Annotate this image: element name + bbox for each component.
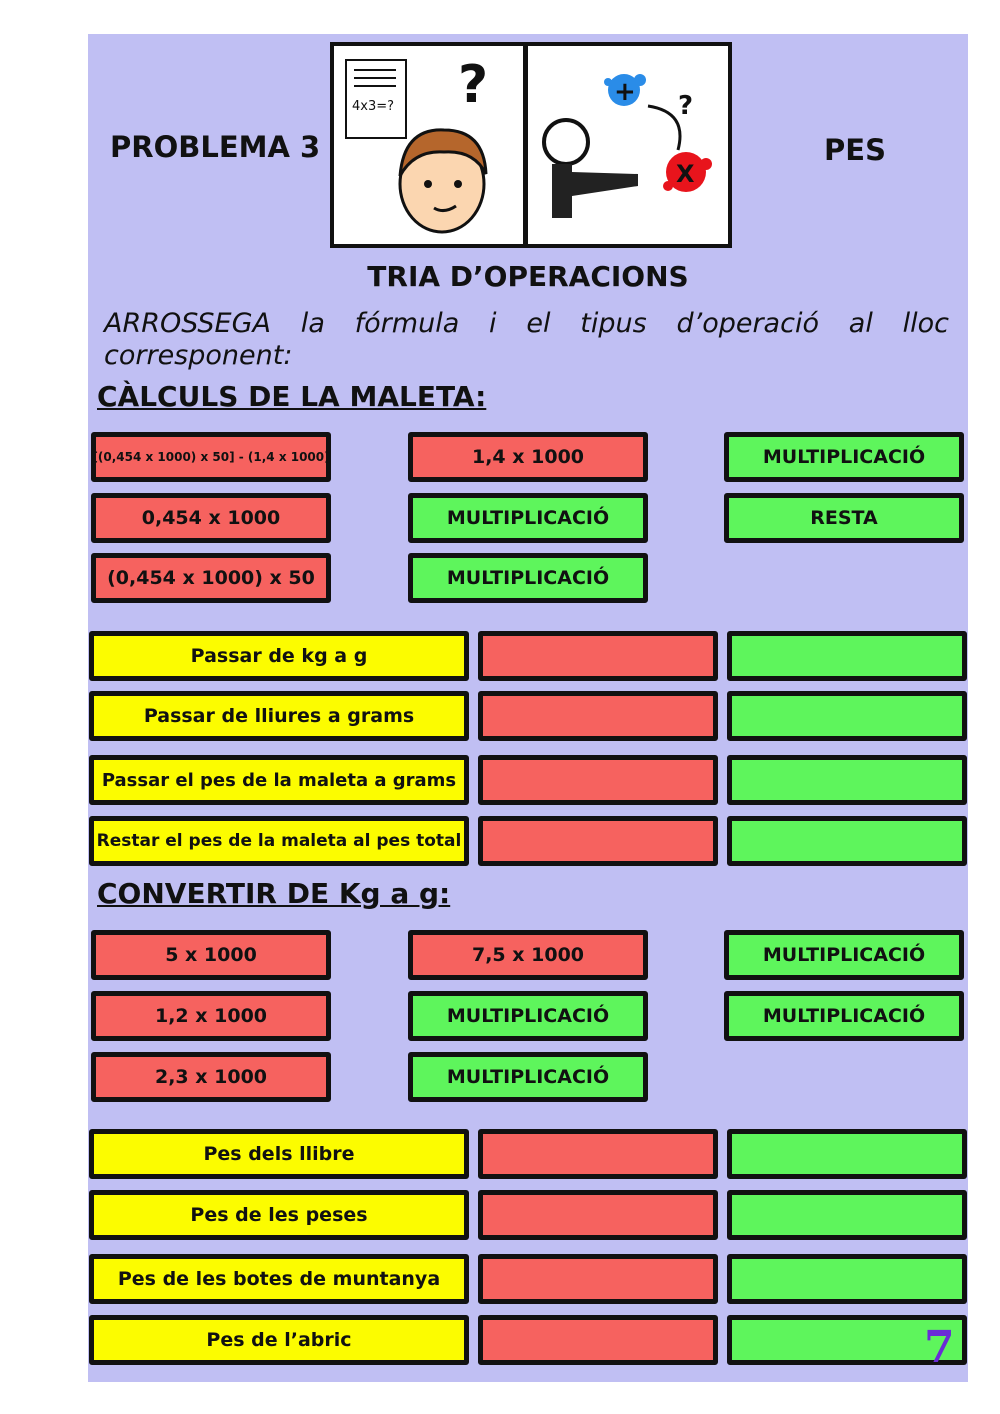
formula-drop-zone[interactable] [478, 691, 718, 741]
pictogram-equation-text: 4x3=? [352, 99, 394, 114]
formula-tile[interactable]: 2,3 x 1000 [91, 1052, 331, 1102]
formula-tile[interactable]: [(0,454 x 1000) x 50] - (1,4 x 1000) [91, 432, 331, 482]
operation-tile[interactable]: RESTA [724, 493, 964, 543]
operation-tile[interactable]: MULTIPLICACIÓ [724, 432, 964, 482]
instruction-text: ARROSSEGA la fórmula i el tipus d’operac… [104, 308, 949, 371]
operation-tile[interactable]: MULTIPLICACIÓ [408, 1052, 648, 1102]
formula-tile[interactable]: 1,2 x 1000 [91, 991, 331, 1041]
formula-tile[interactable]: 0,454 x 1000 [91, 493, 331, 543]
page-number: 7 [924, 1322, 955, 1373]
formula-drop-zone[interactable] [478, 1315, 718, 1365]
formula-drop-zone[interactable] [478, 1129, 718, 1179]
thinking-child-icon: 4x3=? ? [345, 55, 488, 234]
operation-tile[interactable]: MULTIPLICACIÓ [408, 493, 648, 543]
row-label: Restar el pes de la maleta al pes total [89, 816, 469, 866]
operation-tile[interactable]: MULTIPLICACIÓ [408, 991, 648, 1041]
operation-tile[interactable]: MULTIPLICACIÓ [724, 991, 964, 1041]
operation-drop-zone[interactable] [727, 1129, 967, 1179]
formula-tile[interactable]: 5 x 1000 [91, 930, 331, 980]
operation-tile[interactable]: MULTIPLICACIÓ [724, 930, 964, 980]
formula-tile[interactable]: (0,454 x 1000) x 50 [91, 553, 331, 603]
row-label: Pes de les peses [89, 1190, 469, 1240]
operation-drop-zone[interactable] [727, 631, 967, 681]
formula-tile[interactable]: 1,4 x 1000 [408, 432, 648, 482]
times-glyph: X [676, 160, 695, 188]
operation-drop-zone[interactable] [727, 1254, 967, 1304]
operation-drop-zone[interactable] [727, 1315, 967, 1365]
thinking-child-pictogram: 4x3=? ? [330, 42, 527, 248]
row-label: Pes de les botes de muntanya [89, 1254, 469, 1304]
plus-glyph: + [614, 77, 636, 107]
question-mark-glyph: ? [458, 55, 488, 115]
formula-drop-zone[interactable] [478, 631, 718, 681]
formula-drop-zone[interactable] [478, 755, 718, 805]
formula-drop-zone[interactable] [478, 1190, 718, 1240]
row-label: Passar de lliures a grams [89, 691, 469, 741]
row-label: Passar de kg a g [89, 631, 469, 681]
operation-tile[interactable]: MULTIPLICACIÓ [408, 553, 648, 603]
row-label: Pes dels llibre [89, 1129, 469, 1179]
problem-label: PROBLEMA 3 [110, 130, 321, 164]
choose-operation-pictogram: + ? X [524, 42, 732, 248]
row-label: Pes de l’abric [89, 1315, 469, 1365]
operation-question-glyph: ? [678, 91, 693, 121]
row-label: Passar el pes de la maleta a grams [89, 755, 469, 805]
topic-label: PES [824, 133, 886, 167]
formula-tile[interactable]: 7,5 x 1000 [408, 930, 648, 980]
pointing-person-icon: + ? X [542, 74, 712, 218]
operation-drop-zone[interactable] [727, 816, 967, 866]
operation-drop-zone[interactable] [727, 1190, 967, 1240]
formula-drop-zone[interactable] [478, 1254, 718, 1304]
operation-drop-zone[interactable] [727, 755, 967, 805]
activity-title: TRIA D’OPERACIONS [367, 260, 689, 293]
section-heading-suitcase: CÀLCULS DE LA MALETA: [97, 380, 487, 413]
formula-drop-zone[interactable] [478, 816, 718, 866]
operation-drop-zone[interactable] [727, 691, 967, 741]
section-heading-convert: CONVERTIR DE Kg a g: [97, 877, 451, 910]
